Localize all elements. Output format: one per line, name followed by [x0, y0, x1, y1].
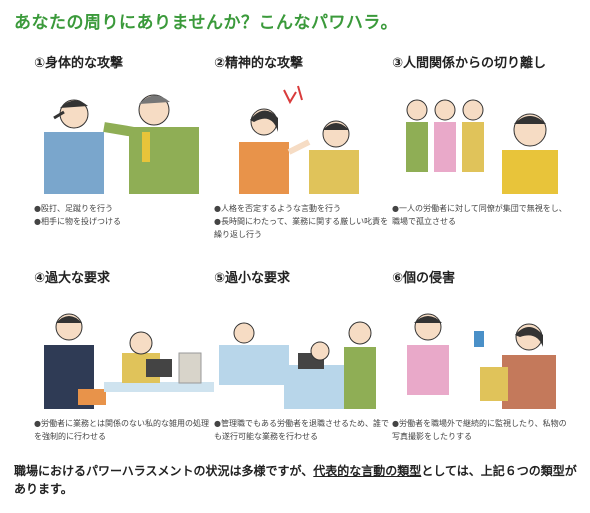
- privacy-invasion-illustration: [407, 313, 556, 409]
- card-bullets: ●殴打、足蹴りを行う ●相手に物を投げつける: [34, 202, 214, 228]
- footer-text: としては、上記６つの類型があります。: [14, 464, 577, 496]
- card-heading: ⑤過小な要求: [214, 271, 291, 286]
- card-bullets: ●管理職でもある労働者を退職させるため、誰でも遂行可能な業務を行わせる: [214, 417, 394, 443]
- card-heading: ③人間関係からの切り離し: [392, 56, 547, 71]
- bullet-item: ●一人の労働者に対して同僚が集団で無視をし、職場で孤立させる: [392, 204, 567, 226]
- too-little-demand-illustration: [219, 321, 376, 409]
- bullet-item: ●労働者に業務とは関係のない私的な雑用の処理を強制的に行わせる: [34, 419, 209, 441]
- card-isolation: ③人間関係からの切り離し ●一人の労働者に対して同僚が集団で無視をし、職場で孤立…: [392, 52, 572, 226]
- excessive-demand-illustration: [44, 313, 214, 409]
- footer-highlight: 代表的な言動の類型: [313, 464, 422, 478]
- card-heading: ⑥個の侵害: [392, 271, 456, 286]
- bullet-item: ●労働者を職場外で継続的に監視したり、私物の写真撮影をしたりする: [392, 419, 567, 441]
- card-heading: ④過大な要求: [34, 271, 111, 286]
- bullet-item: ●人格を否定するような言動を行う: [214, 204, 341, 213]
- card-excessive-demand: ④過大な要求 ●労働者に業務とは関係のない私的な雑用の処理を強制的に行わせる: [34, 267, 214, 441]
- card-too-little-demand: ⑤過小な要求 ●管理職でもある労働者を退職させるため、誰でも遂行可能な業務を行わ…: [214, 267, 394, 441]
- card-heading: ②精神的な攻撃: [214, 56, 304, 71]
- mental-attack-illustration: [239, 85, 359, 194]
- bullet-item: ●長時間にわたって、業務に関する厳しい叱責を繰り返し行う: [214, 217, 389, 239]
- card-mental-attack: ②精神的な攻撃 ●人格を否定するような言動を行う ●長時間にわたって、業務に関す…: [214, 52, 394, 239]
- card-bullets: ●労働者を職場外で継続的に監視したり、私物の写真撮影をしたりする: [392, 417, 572, 443]
- footer-text: 職場におけるパワーハラスメントの状況は多様ですが、: [14, 464, 314, 478]
- bullet-item: ●相手に物を投げつける: [34, 217, 121, 226]
- card-bullets: ●人格を否定するような言動を行う ●長時間にわたって、業務に関する厳しい叱責を繰…: [214, 202, 394, 241]
- physical-attack-illustration: [44, 94, 199, 194]
- bullet-item: ●殴打、足蹴りを行う: [34, 204, 113, 213]
- card-heading: ①身体的な攻撃: [34, 56, 124, 71]
- footer-summary: 職場におけるパワーハラスメントの状況は多様ですが、代表的な言動の類型としては、上…: [14, 462, 580, 498]
- bullet-item: ●管理職でもある労働者を退職させるため、誰でも遂行可能な業務を行わせる: [214, 419, 389, 441]
- card-bullets: ●労働者に業務とは関係のない私的な雑用の処理を強制的に行わせる: [34, 417, 214, 443]
- card-physical-attack: ①身体的な攻撃 ●殴打、足蹴りを行う ●相手に物を投げつける: [34, 52, 214, 226]
- isolation-illustration: [406, 99, 558, 194]
- card-privacy-invasion: ⑥個の侵害 ●労働者を職場外で継続的に監視したり、私物の写真撮影をしたりする: [392, 267, 572, 441]
- card-bullets: ●一人の労働者に対して同僚が集団で無視をし、職場で孤立させる: [392, 202, 572, 228]
- page-title: あなたの周りにありませんか？こんなパワハラ。: [14, 13, 398, 33]
